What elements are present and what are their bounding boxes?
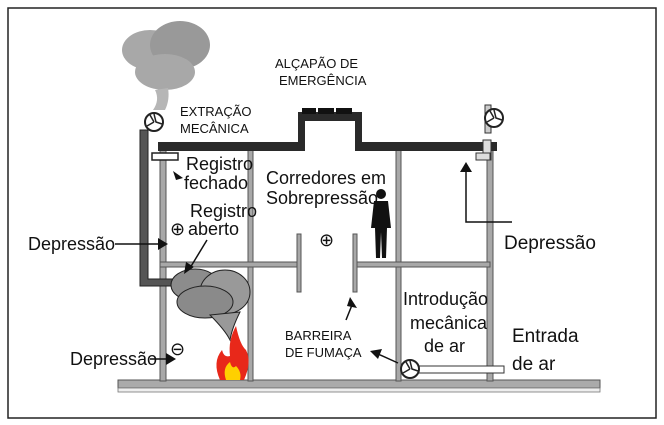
label-introducao-line3: de ar [424,336,465,356]
arrow-pointer-icon [370,349,399,364]
exhaust-fan-icon [144,112,164,132]
label-corredores-line2: Sobrepressão [266,188,378,208]
arrow-pointer-icon [173,171,183,180]
smoke-barrier [296,233,358,293]
label-depressao-left-top: Depressão [28,234,115,254]
label-extracao-line1: EXTRAÇÃO [180,104,252,119]
building-walls [159,147,494,382]
emergency-hatch [302,108,352,114]
arrow-right-icon [115,238,168,250]
label-introducao-line2: mecânica [410,313,488,333]
ground-floor-slab [117,379,601,393]
positive-pressure-symbol-corridor: ⊕ [319,230,334,250]
label-introducao-line1: Introdução [403,289,488,309]
label-corredores-line1: Corredores em [266,168,386,188]
negative-pressure-symbol: ⊖ [170,339,185,359]
right-exhaust-fan-icon [475,104,504,161]
label-entrada-line2: de ar [512,354,556,375]
arrow-pointer-icon [345,297,357,321]
fire-icon [216,326,249,380]
roof [158,112,497,151]
supply-fan-icon [400,359,505,379]
label-registro-aberto-line2: aberto [188,219,239,239]
person-icon [371,189,391,258]
smoke-cloud-top [122,21,210,110]
smoke-cloud-fire-room [170,268,251,342]
positive-pressure-symbol: ⊕ [170,219,185,239]
arrows [115,162,512,365]
label-entrada-line1: Entrada [512,326,579,347]
arrow-right-icon [150,353,176,365]
label-alcapao-line1: ALÇAPÃO DE [275,56,358,71]
label-barreira-line2: DE FUMAÇA [285,345,362,360]
closed-damper [151,152,179,161]
label-registro-fechado-line1: Registro [186,154,253,174]
label-extracao-line2: MECÂNICA [180,121,249,136]
frame [7,7,657,419]
label-depressao-right: Depressão [504,233,596,254]
label-registro-fechado-line2: fechado [184,173,248,193]
label-registro-aberto-line1: Registro [190,201,257,221]
label-depressao-left-bottom: Depressão [70,349,157,369]
label-alcapao-line2: EMERGÊNCIA [279,73,367,88]
arrow-up-icon [460,162,512,223]
label-barreira-line1: BARREIRA [285,328,352,343]
arrow-pointer-icon [184,239,208,274]
